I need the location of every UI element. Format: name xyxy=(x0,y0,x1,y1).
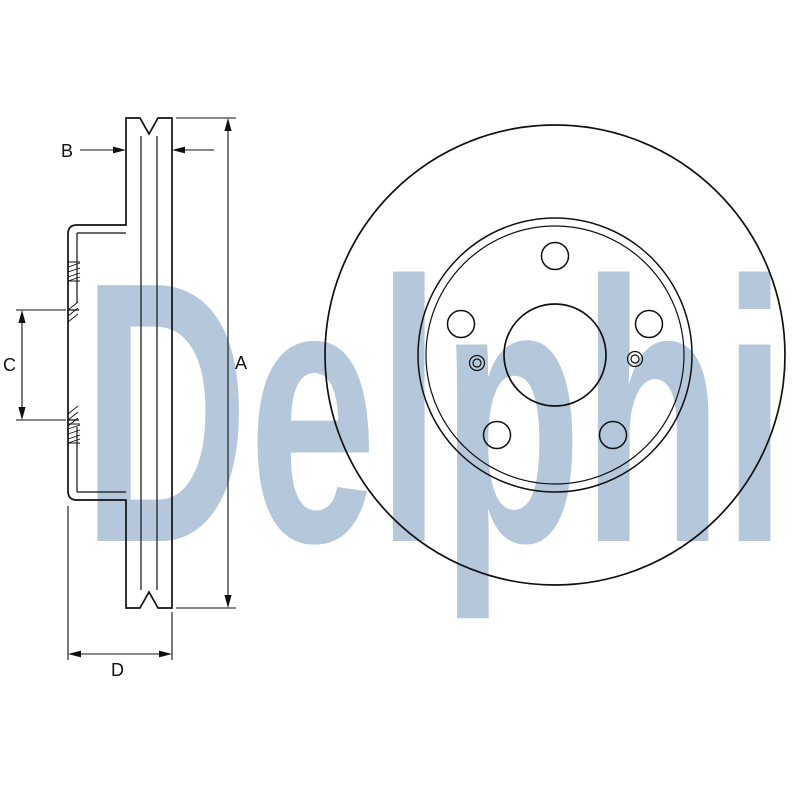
dim-label-b: B xyxy=(61,141,73,161)
dimension-d: D xyxy=(67,506,173,680)
bolt-hole xyxy=(634,309,664,339)
arrowhead-right xyxy=(159,650,172,658)
dim-label-c: C xyxy=(3,355,16,375)
section-view xyxy=(67,117,173,609)
arrowhead-right xyxy=(113,146,126,154)
front-view xyxy=(324,124,786,586)
bolt-hole xyxy=(446,309,476,339)
alignment-hole-inner xyxy=(472,358,482,368)
alignment-hole-outer xyxy=(626,350,644,368)
dim-label-a: A xyxy=(235,353,247,373)
bolt-hole xyxy=(598,420,628,450)
outer-diameter-circle xyxy=(324,124,786,586)
alignment-hole-outer xyxy=(468,354,486,372)
bore-hatching xyxy=(67,301,79,427)
dimension-c-lines xyxy=(16,309,66,421)
arrowhead-down xyxy=(18,407,26,420)
hat-inner-lines xyxy=(76,232,126,493)
alignment-hole-inner xyxy=(630,354,640,364)
center-bore-circle xyxy=(503,303,607,407)
bore-edge-lines xyxy=(68,309,79,421)
stud-hole-hatching xyxy=(67,261,81,444)
hat-outer-circle xyxy=(417,217,693,493)
dimension-c: C xyxy=(3,309,66,421)
arrowhead-down xyxy=(224,595,232,608)
hat-inner-circle xyxy=(425,225,685,485)
dimension-b: B xyxy=(61,141,214,161)
dimension-a-lines xyxy=(176,117,236,609)
arrowhead-left xyxy=(172,146,185,154)
dim-label-d: D xyxy=(111,660,124,680)
arrowhead-up xyxy=(224,118,232,131)
alignment-holes xyxy=(468,350,644,372)
section-outline xyxy=(67,117,173,609)
bolt-hole xyxy=(482,420,512,450)
bolt-hole xyxy=(540,241,570,271)
arrowhead-up xyxy=(18,310,26,323)
dimension-a: A xyxy=(176,117,247,609)
vent-channel-lines xyxy=(140,136,158,590)
dimension-d-lines xyxy=(67,506,173,660)
arrowhead-left xyxy=(68,650,81,658)
bolt-holes xyxy=(446,241,664,450)
